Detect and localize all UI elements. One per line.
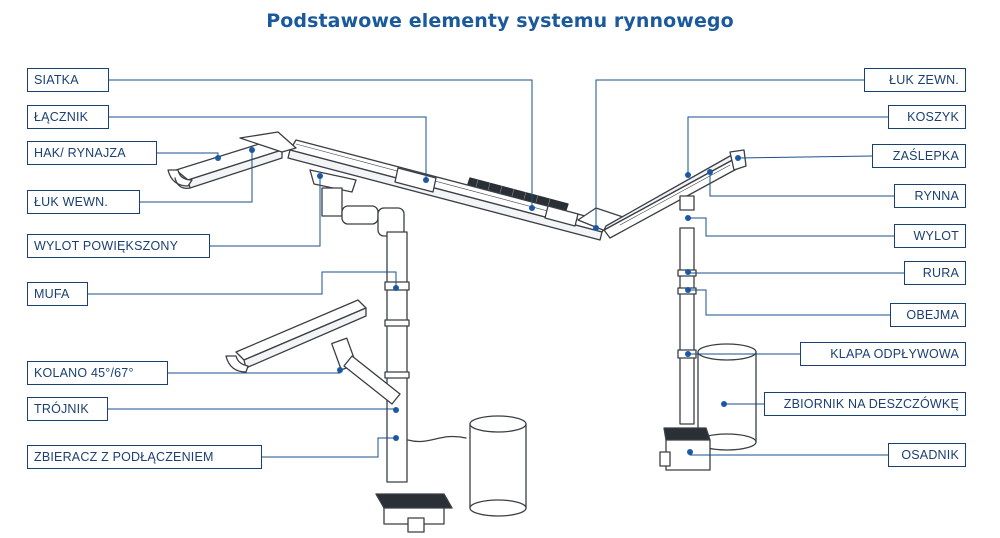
- label-wylot: WYLOT: [894, 224, 966, 248]
- label-rura: RURA: [904, 261, 966, 285]
- label-luk-zewn: ŁUK ZEWN.: [864, 68, 966, 92]
- label-lacznik: ŁĄCZNIK: [27, 105, 109, 129]
- right-downpipe: [678, 196, 696, 424]
- leader-zbieracz: [262, 438, 396, 457]
- leader-obejma: [688, 290, 890, 315]
- right-settler: [660, 428, 710, 470]
- label-kolano: KOLANO 45°/67°: [27, 361, 168, 385]
- collector-hose: [408, 436, 466, 441]
- label-hak: HAK/ RYNAJZA: [27, 141, 157, 165]
- label-koszyk: KOSZYK: [888, 105, 966, 129]
- leader-mufa: [88, 272, 396, 294]
- label-wylot-powiekszony: WYLOT POWIĘKSZONY: [27, 234, 210, 258]
- label-zaslepka: ZAŚLEPKA: [872, 144, 966, 168]
- leader-hak: [156, 153, 218, 158]
- left-drain-box: [376, 494, 452, 532]
- label-obejma: OBEJMA: [890, 303, 966, 327]
- leader-rynna: [710, 172, 894, 196]
- leader-wylot-pow: [210, 176, 320, 246]
- label-zbiornik: ZBIORNIK NA DESZCZÓWKĘ: [764, 392, 966, 416]
- connector-dot: [685, 269, 691, 275]
- leader-kolano: [168, 370, 340, 373]
- label-osadnik: OSADNIK: [888, 443, 966, 467]
- label-klapa: KLAPA ODPŁYWOWA: [800, 342, 966, 366]
- label-siatka: SIATKA: [27, 68, 109, 92]
- connector-dot: [393, 407, 399, 413]
- left-rain-barrel: [470, 416, 526, 516]
- label-trojnik: TRÓJNIK: [27, 397, 108, 421]
- label-rynna: RYNNA: [894, 184, 966, 208]
- left-downpipe: [385, 232, 409, 482]
- leader-zaslepka: [738, 156, 872, 158]
- leader-wylot: [688, 218, 894, 236]
- label-mufa: MUFA: [27, 282, 88, 306]
- label-zbieracz: ZBIERACZ Z PODŁĄCZENIEM: [27, 445, 262, 469]
- front-gutter-left: [176, 132, 296, 188]
- main-gutter-right: [604, 156, 742, 238]
- label-luk-wewn: ŁUK WEWN.: [27, 190, 140, 214]
- leader-osadnik: [690, 452, 888, 455]
